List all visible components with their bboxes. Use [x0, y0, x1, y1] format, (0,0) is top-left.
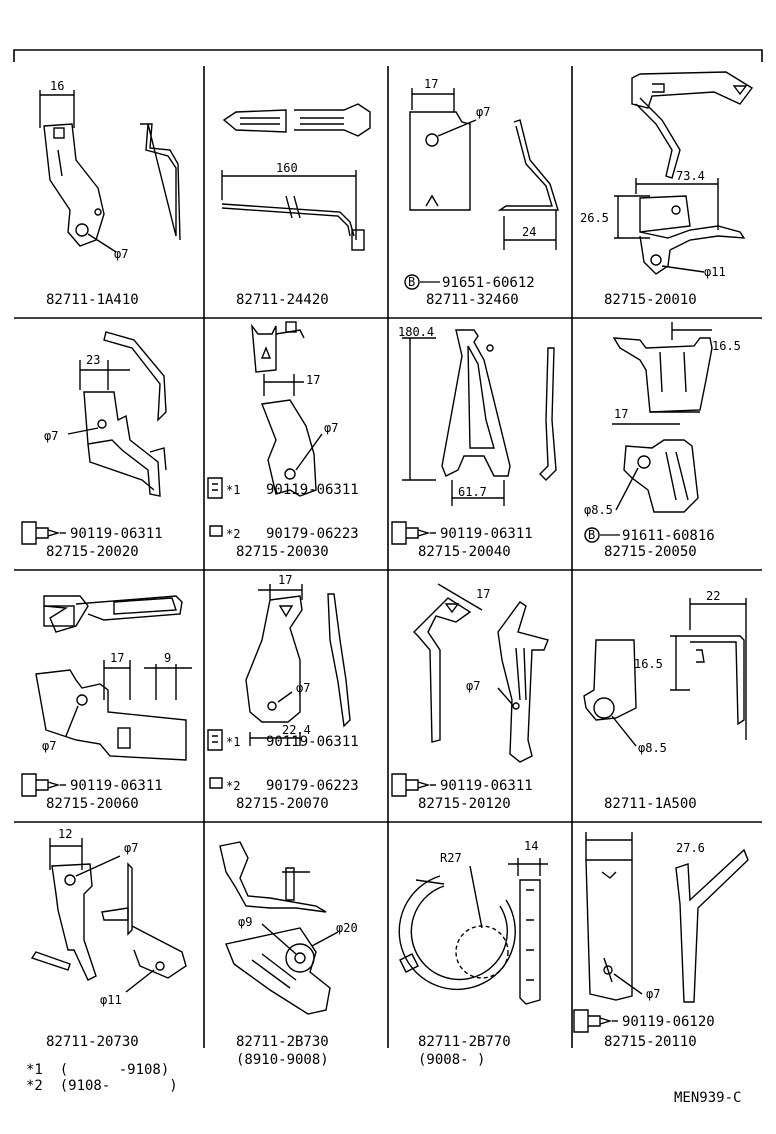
- fastener-marker: *2: [226, 527, 240, 541]
- fastener-part-number: 90119-06311: [266, 482, 359, 498]
- dim-label: 26.5: [580, 211, 609, 225]
- fastener-symbols: [21, 274, 618, 1033]
- drawing-82715-20120: [413, 583, 549, 763]
- dim-label: 16: [50, 79, 64, 93]
- dim-label: φ8.5: [638, 741, 667, 755]
- part-number: 82715-20110: [604, 1034, 697, 1050]
- dim-label: 14: [524, 839, 538, 853]
- drawing-82715-20010: [614, 71, 754, 275]
- fastener-marker: B: [588, 528, 595, 542]
- dim-label: φ20: [336, 921, 358, 935]
- dim-label: 17: [278, 573, 292, 587]
- drawing-82711-2B770: [398, 858, 548, 1005]
- part-number: 82715-20120: [418, 796, 511, 812]
- part-sub-range: (9008- ): [418, 1052, 485, 1068]
- drawing-82715-20070: [207, 584, 351, 789]
- drawing-82711-2B730: [219, 841, 339, 1015]
- drawing-82715-20030: [207, 321, 323, 537]
- part-number: 82715-20030: [236, 544, 329, 560]
- fastener-part-number: 90119-06120: [622, 1014, 715, 1030]
- dim-label: φ7: [646, 987, 660, 1001]
- part-number: 82715-20020: [46, 544, 139, 560]
- dim-label: φ9: [238, 915, 252, 929]
- dim-label: 17: [476, 587, 490, 601]
- fastener-part-number: 90119-06311: [266, 734, 359, 750]
- dim-label: R27: [440, 851, 462, 865]
- footnote-2: *2 (9108- ): [26, 1078, 178, 1094]
- dim-label: 17: [614, 407, 628, 421]
- dim-label: φ7: [42, 739, 56, 753]
- fastener-part-number: 91611-60816: [622, 528, 715, 544]
- fastener-part-number: 90179-06223: [266, 778, 359, 794]
- dim-label: 24: [522, 225, 536, 239]
- part-number: 82711-32460: [426, 292, 519, 308]
- dim-label: 180.4: [398, 325, 434, 339]
- fastener-part-number: 90119-06311: [440, 778, 533, 794]
- part-number: 82711-2B770: [418, 1034, 511, 1050]
- part-number: 82715-20010: [604, 292, 697, 308]
- sheet-code: MEN939-C: [674, 1090, 741, 1106]
- drawing-82711-1A410: [39, 90, 181, 253]
- dim-label: 22: [706, 589, 720, 603]
- dim-label: φ7: [466, 679, 480, 693]
- part-sub-range: (8910-9008): [236, 1052, 329, 1068]
- dim-label: 23: [86, 353, 100, 367]
- dim-label: 22.4: [282, 723, 311, 737]
- dim-label: 61.7: [458, 485, 487, 499]
- dim-label: φ11: [704, 265, 726, 279]
- dim-label: 9: [164, 651, 171, 665]
- drawing-82715-20040: [402, 329, 557, 506]
- part-number: 82711-2B730: [236, 1034, 329, 1050]
- footnote-1: *1 ( -9108): [26, 1062, 169, 1078]
- dim-label: φ11: [100, 993, 122, 1007]
- fastener-part-number: 90119-06311: [70, 526, 163, 542]
- part-number: 82715-20070: [236, 796, 329, 812]
- dim-label: 16.5: [634, 657, 663, 671]
- dim-label: 12: [58, 827, 72, 841]
- fastener-part-number: 91651-60612: [442, 275, 535, 291]
- part-number: 82715-20060: [46, 796, 139, 812]
- dim-label: 27.6: [676, 841, 705, 855]
- dim-label: φ7: [296, 681, 310, 695]
- dim-label: φ7: [44, 429, 58, 443]
- drawing-82715-20050: [612, 322, 713, 513]
- dim-label: 16.5: [712, 339, 741, 353]
- fastener-marker: *1: [226, 735, 240, 749]
- drawing-82711-20730: [30, 838, 187, 993]
- dim-label: φ7: [114, 247, 128, 261]
- dim-label: φ8.5: [584, 503, 613, 517]
- frame-top: [13, 49, 763, 62]
- drawing-82711-24420: [221, 103, 371, 251]
- dim-label: 17: [110, 651, 124, 665]
- dim-label: 160: [276, 161, 298, 175]
- fastener-marker: *1: [226, 483, 240, 497]
- part-number: 82711-1A410: [46, 292, 139, 308]
- fastener-marker: B: [408, 275, 415, 289]
- fastener-part-number: 90179-06223: [266, 526, 359, 542]
- drawing-82715-20110: [585, 832, 749, 1003]
- fastener-part-number: 90119-06311: [440, 526, 533, 542]
- dim-label: 73.4: [676, 169, 705, 183]
- dim-label: φ7: [124, 841, 138, 855]
- dim-label: 17: [306, 373, 320, 387]
- drawing-82715-20060: [35, 595, 192, 761]
- part-number: 82711-24420: [236, 292, 329, 308]
- fastener-marker: *2: [226, 779, 240, 793]
- dim-label: φ7: [476, 105, 490, 119]
- part-number: 82711-20730: [46, 1034, 139, 1050]
- part-number: 82715-20040: [418, 544, 511, 560]
- dim-label: 17: [424, 77, 438, 91]
- dim-label: φ7: [324, 421, 338, 435]
- part-number: 82711-1A500: [604, 796, 697, 812]
- drawing-82711-1A500: [583, 598, 747, 747]
- drawing-82711-32460: [409, 88, 559, 250]
- fastener-part-number: 90119-06311: [70, 778, 163, 794]
- part-number: 82715-20050: [604, 544, 697, 560]
- drawing-82715-20020: [67, 331, 167, 497]
